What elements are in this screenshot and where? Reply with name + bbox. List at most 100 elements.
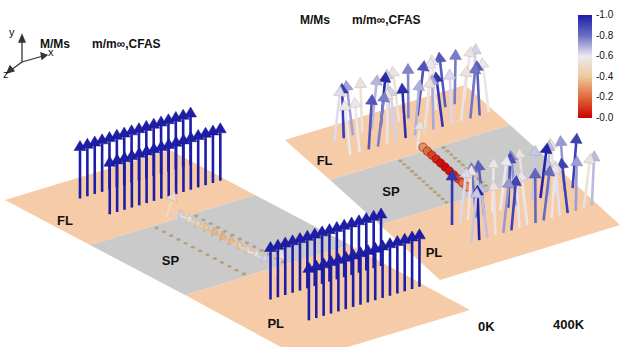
arrow-head [397, 83, 409, 93]
moment-arrow [204, 137, 207, 185]
arrow-head [514, 148, 526, 159]
moment-arrow [138, 157, 141, 205]
moment-arrow [291, 245, 294, 293]
atom-dot [398, 160, 402, 163]
moment-arrow [335, 96, 340, 141]
atom-dot [154, 227, 158, 230]
moment-arrow [432, 85, 433, 130]
arrow-head [379, 72, 391, 83]
layer-label-box: PL [424, 244, 445, 261]
layer-label: FL [57, 213, 73, 228]
magnetization-label: M/Ms [300, 14, 330, 27]
moment-arrow [381, 250, 384, 298]
arrow-head [339, 100, 351, 111]
moment-arrow [403, 243, 406, 291]
moment-arrow [407, 73, 410, 118]
moment-arrow [284, 247, 287, 295]
moment-arrow [173, 212, 179, 214]
atom-dot [223, 230, 227, 233]
atom-dot [245, 241, 249, 244]
arrow-head [446, 170, 458, 180]
moment-arrow [277, 249, 280, 297]
moment-arrow [352, 259, 355, 307]
arrow-head [488, 180, 500, 190]
moment-arrow [440, 62, 445, 107]
atom-dot [216, 226, 220, 229]
atom-dot [429, 187, 433, 190]
moment-label: m/m∞,CFAS [352, 14, 421, 27]
atom-dot [461, 164, 465, 167]
arrow-head [529, 145, 541, 155]
moment-arrow [470, 73, 474, 118]
moment-arrow [315, 270, 318, 318]
atom-dot [410, 170, 414, 173]
moment-arrow [369, 104, 372, 149]
atom-dot [169, 234, 173, 237]
colorbar-tick: -0.0 [596, 112, 613, 123]
layer-label-box: PL [265, 315, 286, 332]
atom-dot [205, 253, 209, 256]
atom-dot [220, 261, 224, 264]
moment-arrow [93, 146, 96, 194]
colorbar-tick: -0.4 [596, 71, 613, 82]
moment-arrow [478, 195, 480, 240]
arrow-head [104, 156, 116, 166]
moment-arrow [145, 155, 148, 203]
arrow-head [460, 168, 472, 179]
moment-arrow [212, 135, 215, 183]
arrow-head [378, 92, 390, 103]
arrow-head [488, 158, 500, 168]
moment-arrow [240, 247, 246, 249]
moment-arrow [123, 162, 126, 210]
moment-arrow [544, 175, 549, 220]
moment-arrow [424, 87, 429, 132]
temperature-label: 400K [553, 318, 584, 332]
arrow-head [74, 141, 86, 151]
moment-arrow [534, 178, 537, 223]
moment-arrow [248, 252, 254, 254]
arrow-head [444, 69, 456, 79]
moment-arrow [181, 217, 187, 219]
atom-dot [441, 146, 445, 149]
arrow-head [584, 153, 596, 164]
atom-dot [234, 269, 238, 272]
atom-dot [444, 201, 448, 204]
atom-dot [417, 177, 421, 180]
layer-label: PL [426, 245, 443, 260]
arrow-head [355, 78, 367, 88]
moment-arrow [355, 107, 359, 152]
atom-dot [484, 184, 488, 187]
moment-arrow [511, 185, 515, 230]
arrow-head [571, 156, 583, 166]
layer-label-box: SP [380, 183, 401, 200]
moment-arrow [418, 239, 421, 287]
arrow-head [470, 188, 482, 199]
arrow-head [570, 133, 582, 143]
layer-band [380, 170, 620, 280]
moment-arrow [175, 146, 178, 194]
atom-dot [194, 215, 198, 218]
arrow-head [502, 178, 514, 189]
moment-arrow [116, 164, 119, 212]
moment-arrow [461, 76, 466, 121]
moment-arrow [391, 96, 396, 141]
temperature-label: 0K [478, 320, 495, 334]
atom-dot [421, 180, 425, 183]
moment-arrow [342, 93, 343, 138]
arrow-head [417, 61, 429, 72]
moment-arrow [503, 188, 508, 233]
moment-arrow [574, 166, 578, 211]
moment-arrow [386, 99, 389, 144]
moment-arrow [396, 246, 399, 294]
moment-arrow [367, 254, 370, 302]
atom-dot [252, 245, 256, 248]
moment-arrow [219, 133, 222, 181]
moment-arrow [256, 256, 262, 258]
layer-label: PL [267, 316, 284, 331]
moment-arrow [190, 142, 193, 190]
atom-dot [449, 153, 453, 156]
layer-label: SP [162, 253, 179, 268]
arrow-head [543, 165, 555, 176]
moment-arrow [494, 190, 496, 235]
